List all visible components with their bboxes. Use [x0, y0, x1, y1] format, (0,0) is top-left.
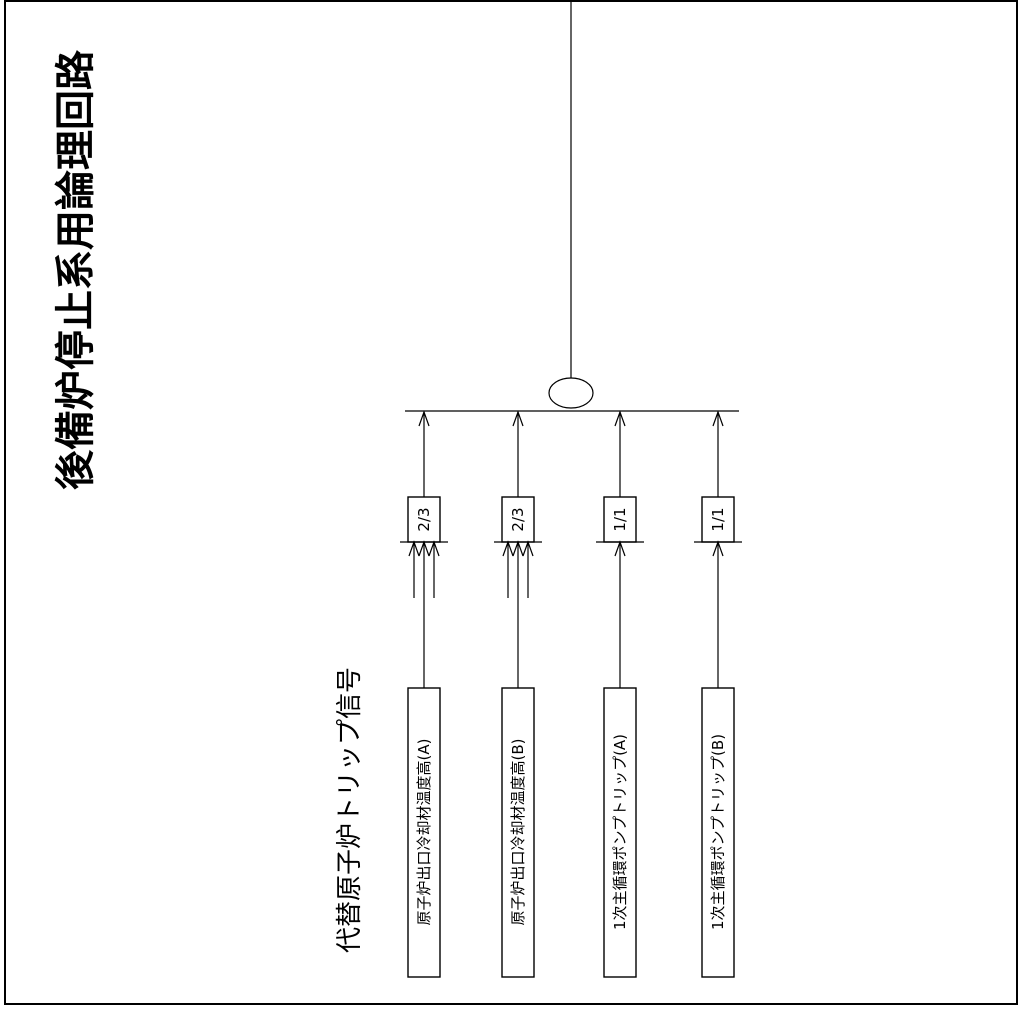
- drawing-frame: [4, 0, 1018, 1005]
- channel-2-bus-arrow: [512, 410, 524, 427]
- channel-4-bus-arrow: [712, 410, 724, 427]
- channel-3-input-arrow: [614, 540, 626, 557]
- group-label: 代替原子炉トリップ信号: [335, 667, 365, 953]
- channel-4-logic-label: 1/1: [709, 507, 727, 531]
- channel-3-signal-label: 1次主循環ポンプトリップ(A): [611, 734, 629, 930]
- channel-1-input-arrow: [408, 540, 420, 557]
- diagram-title: 後備炉停止系用論理回路: [53, 49, 99, 490]
- channel-3-logic-label: 1/1: [611, 507, 629, 531]
- channel-2-signal-label: 原子炉出口冷却材温度高(B): [509, 739, 527, 926]
- or-gate: [548, 377, 594, 409]
- channel-2-input-arrow: [502, 540, 514, 557]
- channel-2-input-arrow: [522, 540, 534, 557]
- channel-2-input-arrow: [512, 540, 524, 557]
- channel-4-signal-box: [701, 687, 735, 978]
- channels: 2/3 原子炉出口冷却材温度高(A) 2/3 原子炉出口冷却材温度高(B) 1/1 1次主…: [400, 410, 742, 978]
- channel-1-logic-label: 2/3: [415, 507, 433, 531]
- channel-2-logic-label: 2/3: [509, 507, 527, 531]
- channel-1-logic-box: [407, 496, 441, 543]
- channel-4-signal-label: 1次主循環ポンプトリップ(B): [709, 734, 727, 930]
- channel-3-signal-box: [603, 687, 637, 978]
- channel-4-input-arrow: [712, 540, 724, 557]
- channel-1-input-arrow: [428, 540, 440, 557]
- channel-2-logic-box: [501, 496, 535, 543]
- channel-4-logic-box: [701, 496, 735, 543]
- channel-1-bus-arrow: [418, 410, 430, 427]
- channel-1-signal-box: [407, 687, 441, 978]
- channel-1-signal-label: 原子炉出口冷却材温度高(A): [415, 739, 433, 926]
- channel-1-input-arrow: [418, 540, 430, 557]
- channel-2-signal-box: [501, 687, 535, 978]
- channel-3-bus-arrow: [614, 410, 626, 427]
